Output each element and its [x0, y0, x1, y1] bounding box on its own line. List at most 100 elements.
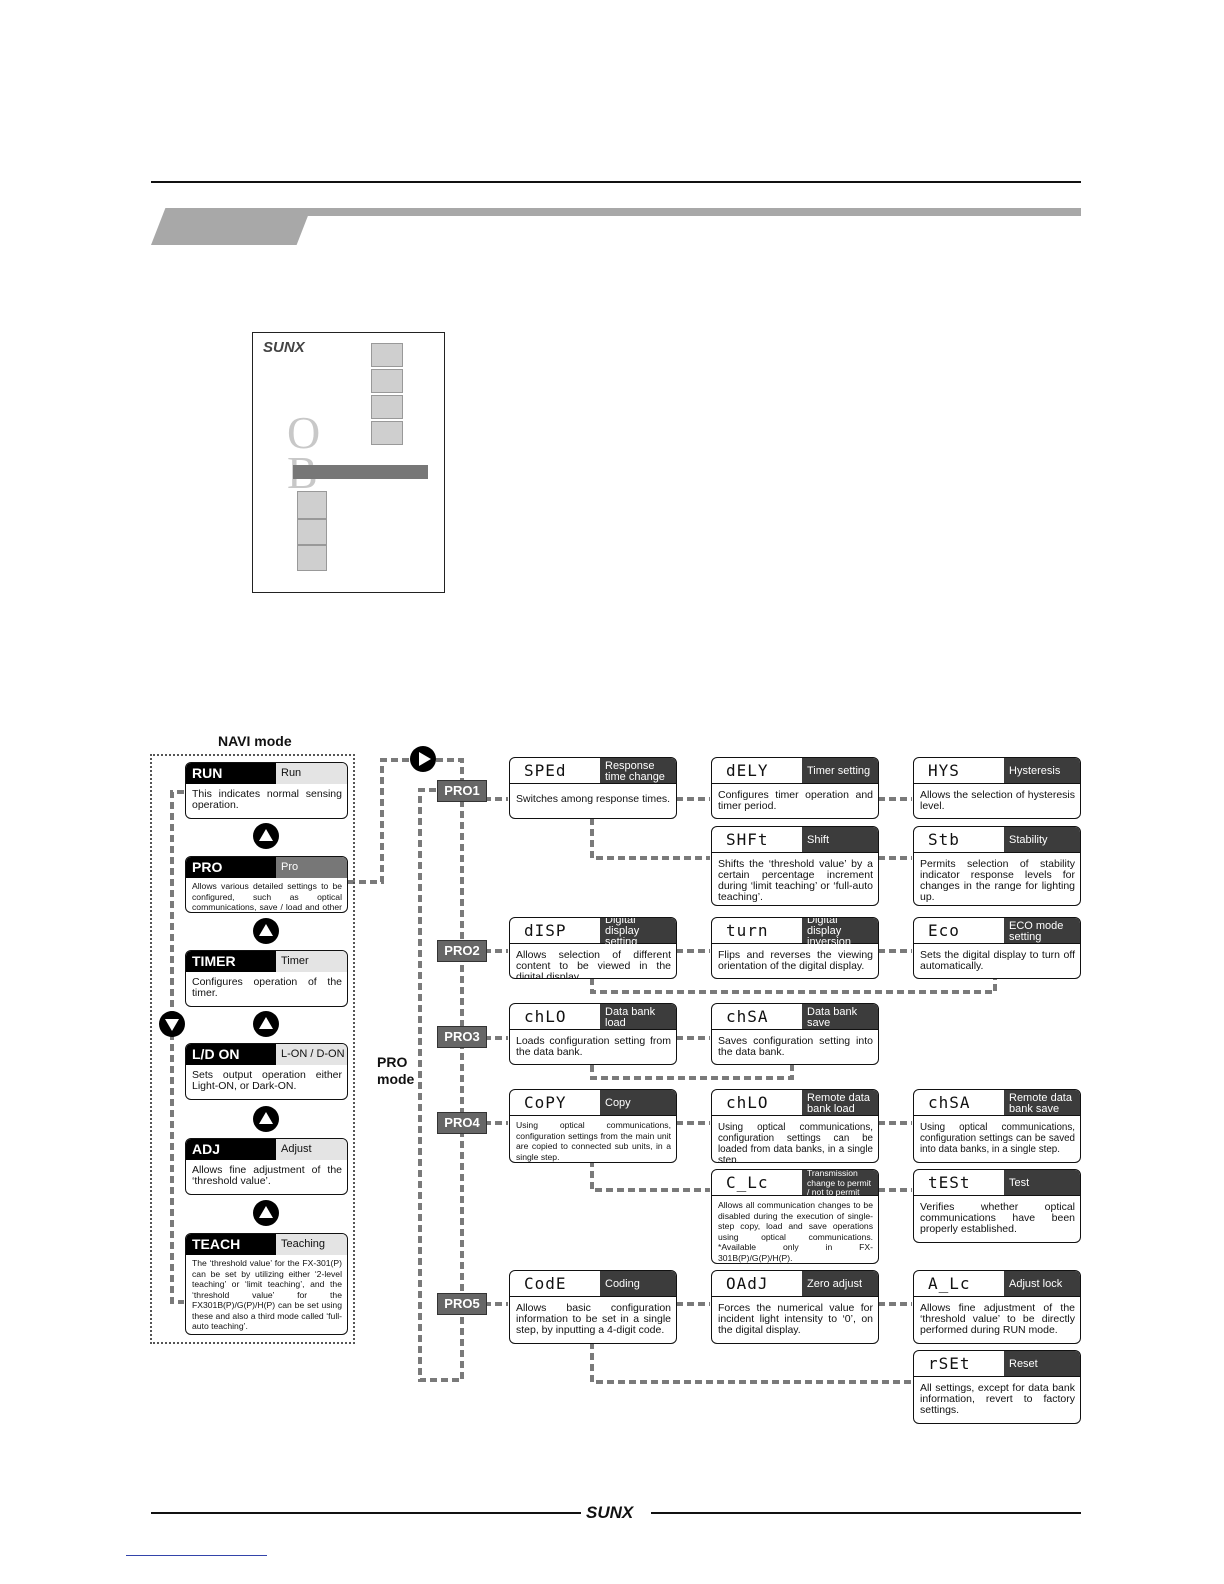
section-tab — [151, 208, 311, 245]
display-code: turn — [726, 921, 769, 940]
up-arrow-icon — [253, 823, 279, 849]
card-text: Allows the selection of hysteresis level… — [920, 789, 1075, 812]
display-code: C_Lc — [726, 1173, 769, 1192]
card-name: Remote data bank load — [802, 1090, 878, 1115]
card-text: Loads configuration setting from the dat… — [516, 1035, 671, 1058]
cover-logo: SUNX — [263, 339, 305, 356]
display-code: dELY — [726, 761, 769, 780]
navi-text: This indicates normal sensing operation. — [192, 788, 342, 811]
display-code: chSA — [928, 1093, 971, 1112]
navi-name: Pro — [275, 857, 347, 878]
pro-card-display-inversion: turn Digital display inversion Flips and … — [711, 917, 879, 979]
navi-name: Teaching — [275, 1234, 347, 1255]
card-name: Zero adjust — [802, 1271, 878, 1296]
pro-card-remote-load: chLO Remote data bank load Using optical … — [711, 1089, 879, 1163]
card-name: Timer setting — [802, 758, 878, 783]
footer-rule-left — [151, 1512, 581, 1514]
navi-text: Sets output operation either Light-ON, o… — [192, 1069, 342, 1092]
pro-card-coding: CodE Coding Allows basic configuration in… — [509, 1270, 677, 1344]
card-name: ECO mode setting — [1004, 918, 1080, 943]
card-name: Stability — [1004, 827, 1080, 852]
card-name: Copy — [600, 1090, 676, 1115]
navi-text: Configures operation of the timer. — [192, 976, 342, 999]
up-arrow-icon — [253, 1200, 279, 1226]
section-band — [300, 208, 1081, 216]
pro-mode-label: PRO mode — [377, 1054, 415, 1087]
card-text: Allows all communication changes to be d… — [718, 1200, 873, 1263]
navi-text: Allows various detailed settings to be c… — [192, 881, 342, 912]
display-code: A_Lc — [928, 1274, 971, 1293]
cover-thumb — [297, 545, 327, 571]
display-code: Stb — [928, 830, 960, 849]
display-code: CodE — [524, 1274, 567, 1293]
card-text: Allows fine adjustment of the ‘threshold… — [920, 1302, 1075, 1336]
pro1-label: PRO1 — [437, 780, 487, 802]
display-code: OAdJ — [726, 1274, 769, 1293]
navi-code: TEACH — [186, 1234, 275, 1255]
card-name: Response time change — [600, 758, 676, 783]
card-text: Flips and reverses the viewing orientati… — [718, 949, 873, 972]
navi-name: L-ON / D-ON — [275, 1044, 347, 1065]
navi-mode-label: NAVI mode — [218, 733, 292, 749]
card-text: Permits selection of stability indicator… — [920, 858, 1075, 903]
card-name: Data bank load — [600, 1004, 676, 1029]
card-name: Reset — [1004, 1351, 1080, 1376]
card-text: Sets the digital display to turn off aut… — [920, 949, 1075, 972]
display-code: chLO — [726, 1093, 769, 1112]
up-arrow-icon — [253, 918, 279, 944]
card-name: Adjust lock — [1004, 1271, 1080, 1296]
card-text: Using optical communications, configurat… — [920, 1122, 1075, 1155]
navi-text: Allows fine adjustment of the ‘threshold… — [192, 1164, 342, 1187]
card-name: Shift — [802, 827, 878, 852]
footer-logo: SUNX — [586, 1503, 634, 1522]
card-text: All settings, except for data bank infor… — [920, 1382, 1075, 1416]
up-arrow-icon — [253, 1011, 279, 1037]
display-code: chLO — [524, 1007, 567, 1026]
card-text: Using optical communications, configurat… — [718, 1122, 873, 1163]
display-code: HYS — [928, 761, 960, 780]
navi-name: Run — [275, 763, 347, 784]
pro-card-stability: Stb Stability Permits selection of stabil… — [913, 826, 1081, 906]
guidebook-cover-image: SUNX OB — [252, 332, 445, 593]
card-text: Allows basic configuration information t… — [516, 1302, 671, 1336]
cover-thumb — [371, 395, 403, 419]
display-code: chSA — [726, 1007, 769, 1026]
card-name: Data bank save — [802, 1004, 878, 1029]
navi-code: RUN — [186, 763, 275, 784]
pro-card-bank-save: chSA Data bank save Saves configuration s… — [711, 1003, 879, 1065]
display-code: SPEd — [524, 761, 567, 780]
card-name: Digital display inversion — [802, 918, 878, 948]
navi-mode-frame — [150, 754, 355, 1344]
card-name: Transmission change to permit / not to p… — [802, 1170, 878, 1197]
pro5-label: PRO5 — [437, 1293, 487, 1315]
navi-code: TIMER — [186, 951, 275, 972]
display-code: tESt — [928, 1173, 971, 1192]
footer-rule-right — [651, 1512, 1081, 1514]
display-code: dISP — [524, 921, 567, 940]
card-text: Configures timer operation and timer per… — [718, 789, 873, 812]
navi-code: L/D ON — [186, 1044, 275, 1065]
card-name: Coding — [600, 1271, 676, 1296]
display-code: CoPY — [524, 1093, 567, 1112]
card-text: Verifies whether optical communications … — [920, 1201, 1075, 1235]
right-arrow-icon — [410, 746, 436, 772]
navi-code: ADJ — [186, 1139, 275, 1160]
card-name: Test — [1004, 1170, 1080, 1195]
card-text: Allows selection of different content to… — [516, 949, 671, 979]
cover-thumb — [371, 343, 403, 367]
pro-card-adjust-lock: A_Lc Adjust lock Allows fine adjustment o… — [913, 1270, 1081, 1344]
pro-card-test: tESt Test Verifies whether optical commun… — [913, 1169, 1081, 1243]
pro3-label: PRO3 — [437, 1026, 487, 1048]
card-text: Saves configuration setting into the dat… — [718, 1035, 873, 1058]
